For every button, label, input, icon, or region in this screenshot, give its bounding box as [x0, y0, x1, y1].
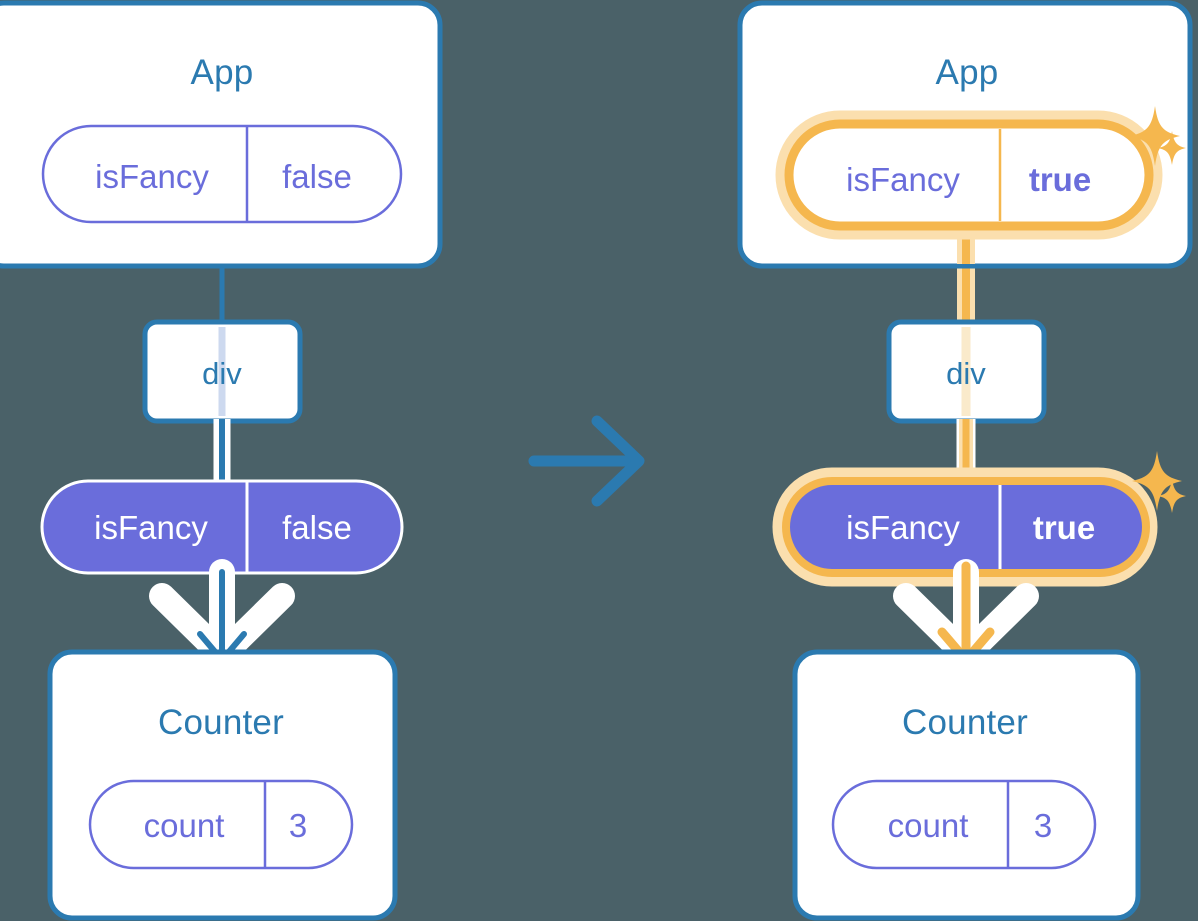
- arrow-right-icon: [528, 415, 645, 507]
- sparkle-icon-app-right: [1130, 106, 1186, 166]
- pill-counter-state-left: [88, 779, 354, 870]
- pill-counter-state-right: [831, 779, 1097, 870]
- pill-app-state-right: [784, 119, 1154, 231]
- pill-app-state-left: [41, 124, 403, 224]
- sparkle-icon-props-right: [1132, 451, 1186, 513]
- pill-app-state-glow-right: [775, 110, 1163, 240]
